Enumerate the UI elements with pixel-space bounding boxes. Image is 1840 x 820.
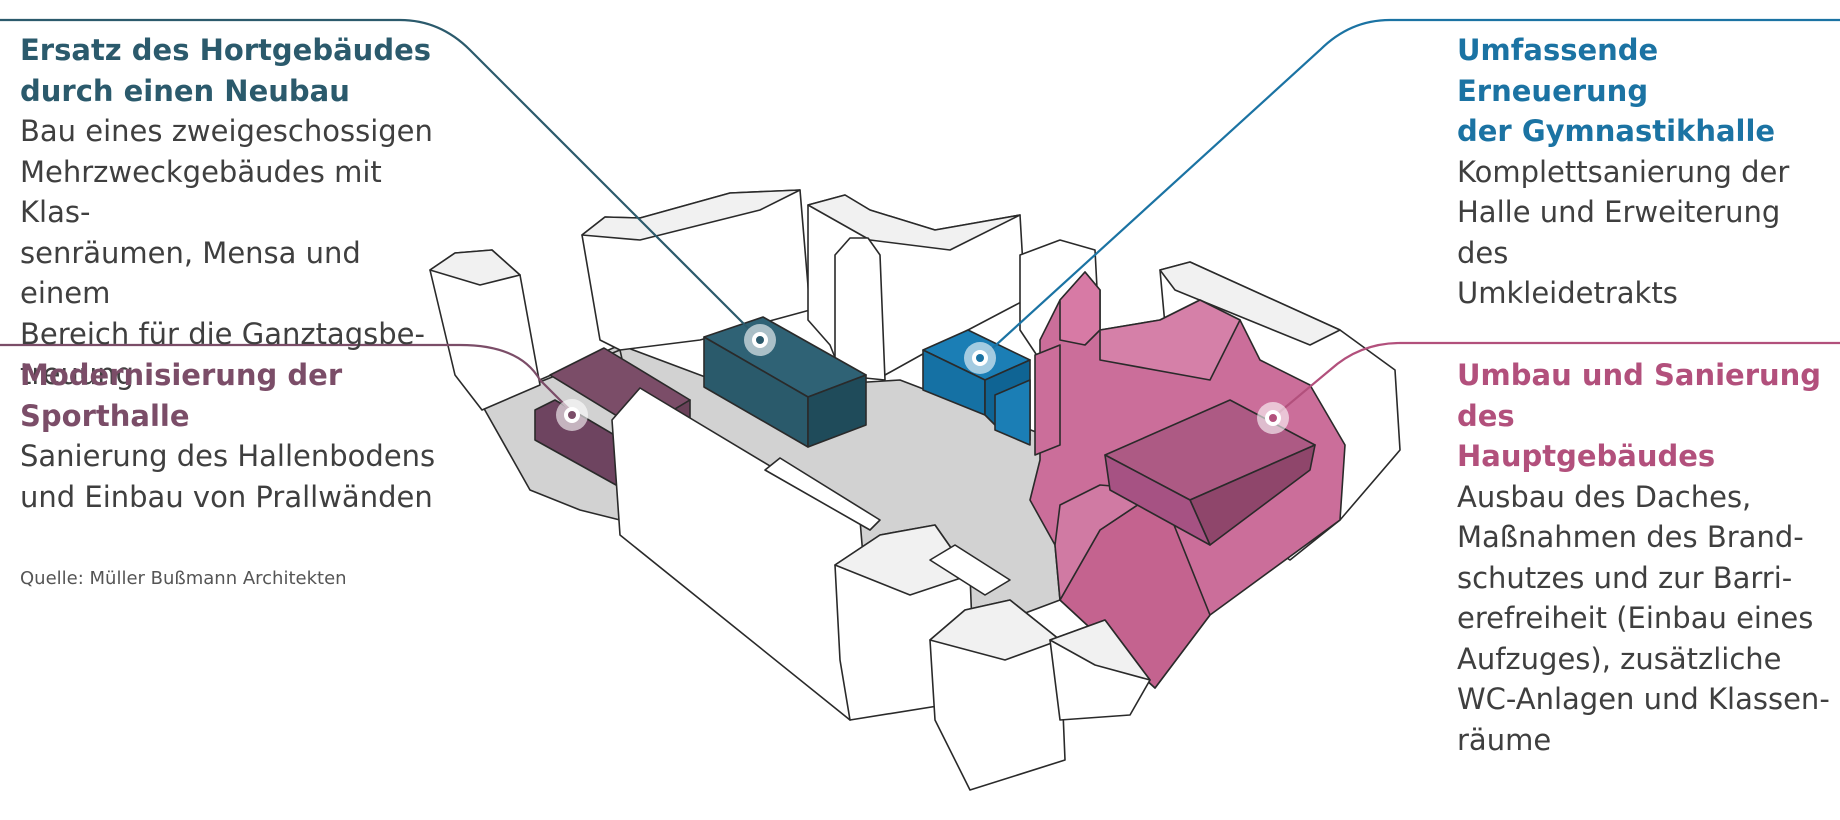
annotation-haupt-title-2: Hauptgebäudes	[1457, 439, 1716, 473]
annotation-haupt-line: Ausbau des Daches,	[1457, 479, 1752, 514]
annotation-hort-line: senräumen, Mensa und einem	[20, 235, 361, 311]
annotation-haupt: Umbau und Sanierung des Hauptgebäudes Au…	[1457, 355, 1837, 760]
hort-block-side	[807, 374, 867, 448]
source-caption: Quelle: Müller Bußmann Architekten	[20, 568, 347, 589]
annotation-sport: Modernisierung der Sporthalle Sanierung …	[20, 355, 440, 517]
annotation-hort-line: Bau eines zweigeschossigen	[20, 114, 433, 148]
annotation-gym-line: Umkleidetrakts	[1457, 276, 1678, 310]
marker-hort	[744, 324, 776, 356]
annotation-haupt-line: erefreiheit (Einbau eines	[1457, 601, 1814, 635]
annotation-hort-title-1: Ersatz des Hortgebäudes	[20, 33, 432, 67]
leader-line-gym	[984, 18, 1840, 356]
marker-sport	[556, 399, 588, 431]
building-tower-center	[834, 237, 886, 381]
annotation-haupt-line: räume	[1457, 722, 1552, 757]
annotation-sport-line: und Einbau von Prallwänden	[20, 479, 433, 514]
annotation-gym-line: Komplettsanierung der	[1457, 154, 1790, 189]
annotation-hort-line: Mehrzweckgebäudes mit Klas-	[20, 154, 382, 230]
annotation-gym-title-1: Umfassende Erneuerung	[1457, 33, 1659, 108]
annotation-gym-title-2: der Gymnastikhalle	[1457, 114, 1776, 148]
leader-line-haupt	[1269, 341, 1840, 421]
annotation-haupt-line: Aufzuges), zusätzliche	[1457, 641, 1782, 676]
annotation-sport-title-1: Modernisierung der	[20, 358, 343, 392]
leader-line-hort	[0, 18, 761, 341]
annotation-gym-line: Halle und Erweiterung des	[1457, 195, 1781, 270]
annotation-hort-line: treuung	[20, 357, 135, 391]
leader-line-sport	[0, 343, 576, 416]
annotation-hort-title-2: durch einen Neubau	[20, 73, 350, 108]
annotation-hort: Ersatz des Hortgebäudes durch einen Neub…	[20, 30, 440, 395]
annotation-hort-line: Bereich für die Ganztagsbe-	[20, 316, 425, 351]
annotation-haupt-line: Maßnahmen des Brand-	[1457, 520, 1804, 554]
annotation-haupt-line: schutzes und zur Barri-	[1457, 560, 1793, 595]
annotation-haupt-line: WC-Anlagen und Klassen-	[1457, 682, 1830, 716]
annotation-gym: Umfassende Erneuerung der Gymnastikhalle…	[1457, 30, 1837, 314]
annotation-haupt-title-1: Umbau und Sanierung des	[1457, 358, 1822, 433]
annotation-sport-line: Sanierung des Hallenbodens	[20, 439, 436, 473]
marker-haupt	[1257, 402, 1289, 434]
marker-gym	[964, 342, 996, 374]
annotation-sport-title-2: Sporthalle	[20, 398, 190, 433]
